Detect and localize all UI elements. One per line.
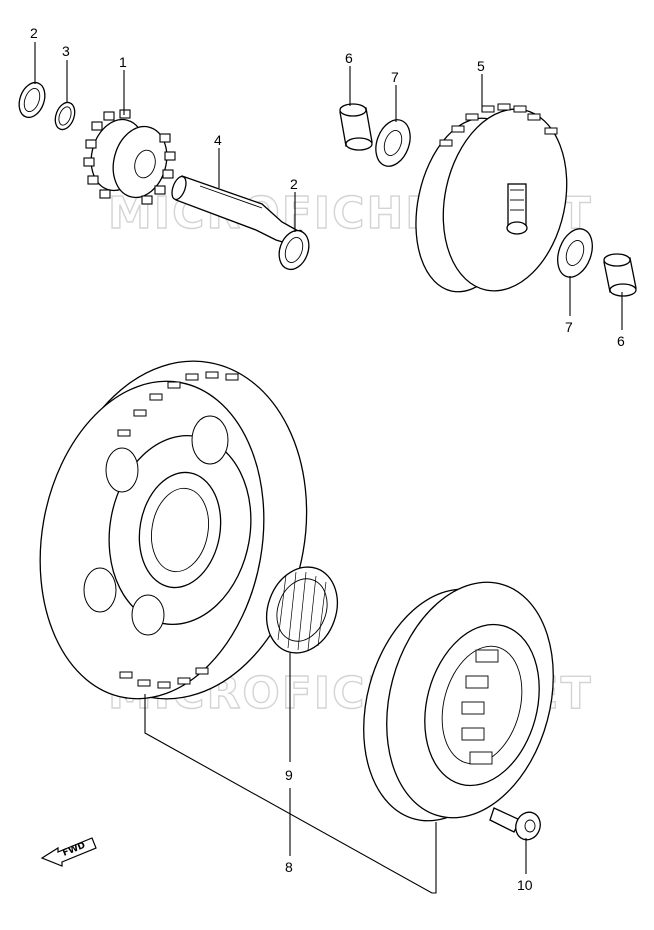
callout-1: 1 xyxy=(119,54,127,70)
callout-9: 9 xyxy=(285,767,293,783)
part-1-idler-gear xyxy=(83,109,176,205)
callout-5: 5 xyxy=(477,58,485,74)
part-2-washer-left xyxy=(18,81,46,119)
part-10-bolt xyxy=(489,807,541,841)
callout-7-right: 7 xyxy=(565,319,573,335)
large-starter-driven-gear xyxy=(39,360,308,700)
leader-lines xyxy=(34,42,623,894)
callout-7-top: 7 xyxy=(391,69,399,85)
callout-6-right: 6 xyxy=(617,333,625,349)
part-2-washer-right xyxy=(278,229,310,271)
part-6-bushing-top xyxy=(339,103,373,151)
callout-2-right: 2 xyxy=(290,176,298,192)
callout-4: 4 xyxy=(214,132,222,148)
part-6-bushing-right xyxy=(603,253,637,297)
part-7-washer-top xyxy=(375,119,411,167)
part-8-one-way-clutch xyxy=(363,581,554,822)
callout-8: 8 xyxy=(285,859,293,875)
part-7-washer-right xyxy=(557,228,593,278)
callout-numbers: 2 3 1 4 2 6 7 5 7 6 9 8 10 xyxy=(30,25,625,893)
callout-3: 3 xyxy=(62,43,70,59)
callout-2-left: 2 xyxy=(30,25,38,41)
part-5-starter-idler-assembly xyxy=(415,103,568,293)
fwd-arrow-icon: FWD xyxy=(40,837,97,867)
part-3-circlip xyxy=(54,101,76,131)
callout-10: 10 xyxy=(517,877,533,893)
callout-6-top: 6 xyxy=(345,50,353,66)
part-9-needle-bearing xyxy=(266,566,338,654)
